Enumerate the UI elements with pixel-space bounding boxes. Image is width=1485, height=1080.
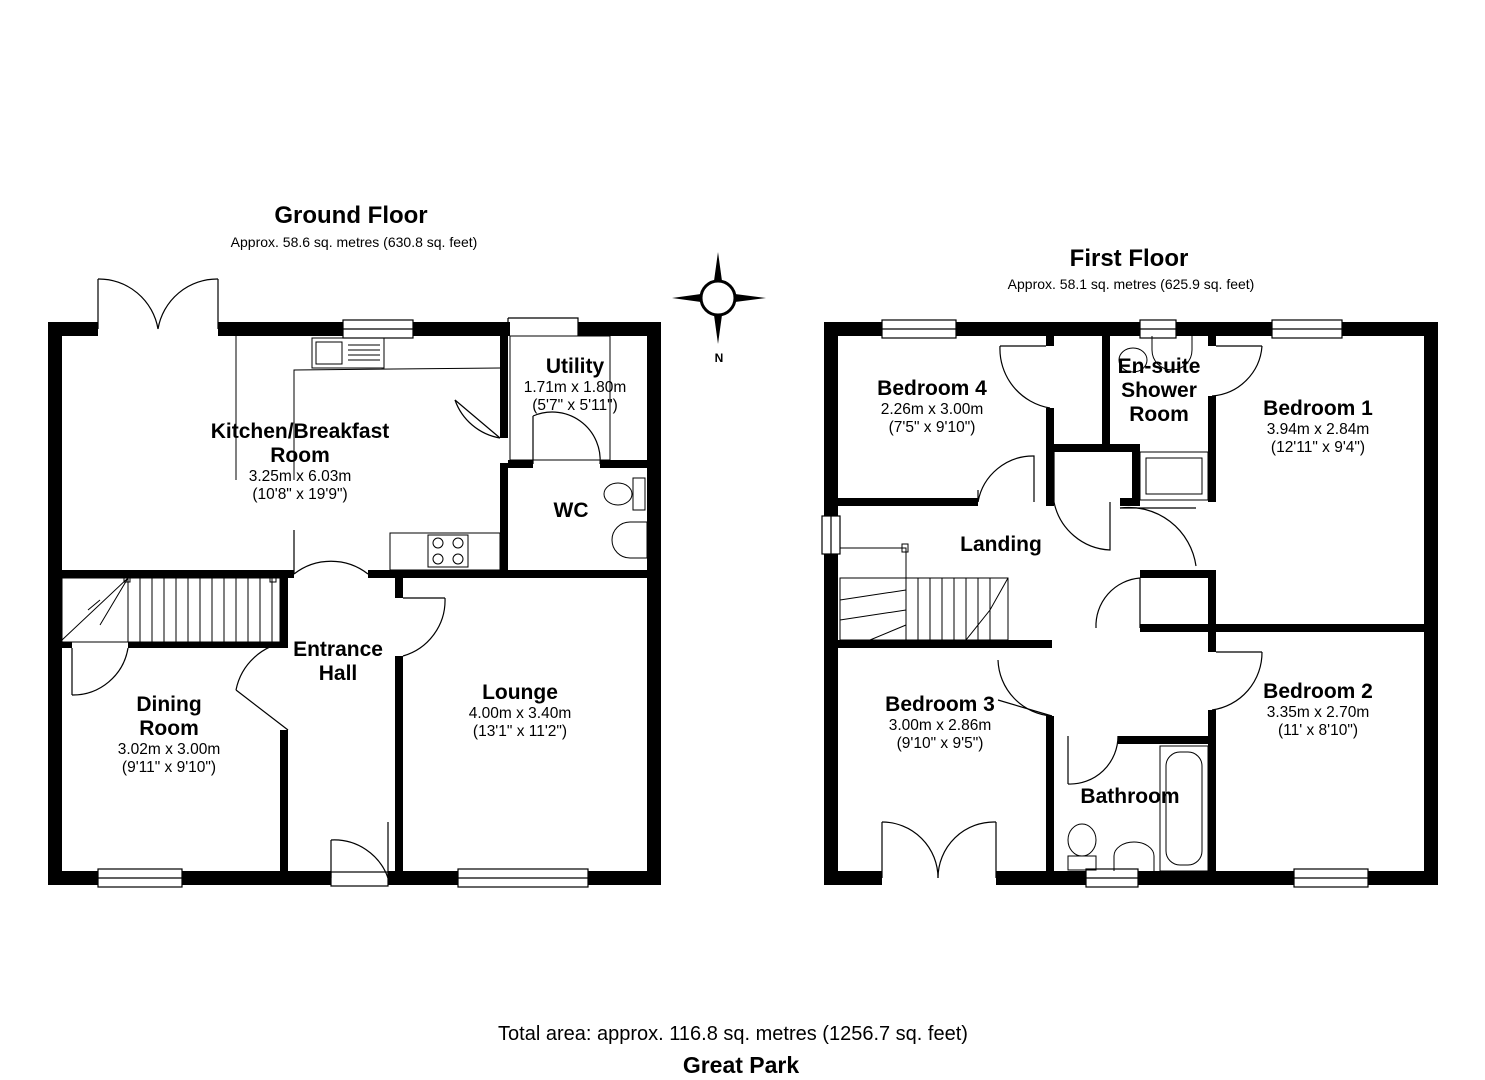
ground-floor-windows <box>97 319 589 888</box>
room-dims-imperial: (10'8" x 19'9") <box>252 486 348 504</box>
ground-floor-interior-walls <box>62 336 647 871</box>
room-label-en-suite: En-suite Shower Room <box>1118 355 1201 427</box>
room-dims-metric: 4.00m x 3.40m <box>468 705 572 723</box>
room-label-bedroom-1: Bedroom 1 3.94m x 2.84m (12'11" x 9'4") <box>1263 397 1373 457</box>
first-floor-windows <box>821 319 1369 888</box>
room-dims-imperial: (9'11" x 9'10") <box>121 759 217 777</box>
room-dims-imperial: (12'11" x 9'4") <box>1270 438 1366 456</box>
room-dims-metric: 3.94m x 2.84m <box>1266 421 1370 439</box>
room-label-bathroom: Bathroom <box>1080 785 1179 809</box>
room-dims-metric: 3.35m x 2.70m <box>1266 704 1370 722</box>
en-suite-fixtures <box>1118 336 1209 501</box>
room-name-line2: Room <box>270 444 330 468</box>
room-name: Bathroom <box>1080 785 1180 808</box>
room-dims-metric: 3.00m x 2.86m <box>888 717 992 735</box>
first-floor-plan <box>821 319 1438 888</box>
room-dims-imperial: (11' x 8'10") <box>1277 721 1359 739</box>
bathroom-fixtures <box>1067 745 1209 872</box>
room-label-kitchen: Kitchen/Breakfast Room 3.25m x 6.03m (10… <box>211 420 390 504</box>
room-name-line1: Entrance <box>293 638 383 661</box>
room-name-line2: Hall <box>318 662 358 686</box>
ground-floor-exterior-walls <box>48 322 661 885</box>
room-label-entrance-hall: Entrance Hall <box>293 638 383 686</box>
room-name: Bedroom 3 <box>885 693 995 716</box>
room-label-bedroom-4: Bedroom 4 2.26m x 3.00m (7'5" x 9'10") <box>877 377 987 437</box>
room-name-line1: Dining <box>136 693 202 716</box>
ground-floor-plan <box>48 278 661 888</box>
property-name: Great Park <box>682 1052 800 1078</box>
first-floor-area: Approx. 58.1 sq. metres (625.9 sq. feet) <box>1007 276 1255 292</box>
ground-floor-area: Approx. 58.6 sq. metres (630.8 sq. feet) <box>230 234 478 250</box>
room-label-wc: WC <box>554 499 589 523</box>
room-dims-metric: 2.26m x 3.00m <box>880 401 984 419</box>
room-dims-metric: 1.71m x 1.80m <box>523 379 627 397</box>
room-name-line2: Room <box>139 717 199 741</box>
room-name-line1: Kitchen/Breakfast <box>210 420 390 443</box>
room-name: Landing <box>960 533 1042 556</box>
room-label-bedroom-3: Bedroom 3 3.00m x 2.86m (9'10" x 9'5") <box>885 693 995 753</box>
room-label-dining-room: Dining Room 3.02m x 3.00m (9'11" x 9'10"… <box>118 693 221 777</box>
room-dims-imperial: (13'1" x 11'2") <box>472 722 568 740</box>
compass-north-label: N <box>714 351 724 365</box>
room-label-landing: Landing <box>960 533 1042 557</box>
total-area: Total area: approx. 116.8 sq. metres (12… <box>498 1023 968 1045</box>
room-name-line2: Shower <box>1121 379 1197 403</box>
first-floor-doors <box>881 345 1263 879</box>
room-label-utility: Utility 1.71m x 1.80m (5'7" x 5'11") <box>524 355 627 415</box>
room-dims-imperial: (5'7" x 5'11") <box>532 396 618 414</box>
first-floor-exterior-walls <box>824 322 1438 885</box>
room-label-bedroom-2: Bedroom 2 3.35m x 2.70m (11' x 8'10") <box>1263 680 1373 740</box>
room-name: WC <box>553 499 589 522</box>
ground-floor-stairs <box>61 573 281 643</box>
ground-floor-doors <box>71 278 601 879</box>
room-dims-metric: 3.02m x 3.00m <box>117 741 221 759</box>
room-dims-metric: 3.25m x 6.03m <box>248 468 352 486</box>
ground-floor-title: Ground Floor <box>274 202 428 229</box>
first-floor-stairs <box>839 543 1009 641</box>
kitchen-fixtures <box>235 335 611 571</box>
first-floor-title: First Floor <box>1069 245 1189 272</box>
room-name: Bedroom 4 <box>877 377 987 400</box>
compass-rose <box>672 252 766 344</box>
room-dims-imperial: (9'10" x 9'5") <box>896 734 984 752</box>
wc-fixtures <box>603 477 648 559</box>
room-name: Bedroom 1 <box>1263 397 1373 420</box>
room-name: Bedroom 2 <box>1263 680 1373 703</box>
room-dims-imperial: (7'5" x 9'10") <box>888 418 976 436</box>
room-name-line3: Room <box>1129 403 1189 427</box>
first-floor-interior-walls <box>838 336 1438 871</box>
room-name-line1: En-suite <box>1117 355 1201 378</box>
room-name: Lounge <box>482 681 558 704</box>
room-label-lounge: Lounge 4.00m x 3.40m (13'1" x 11'2") <box>469 681 572 741</box>
room-name: Utility <box>545 355 605 378</box>
